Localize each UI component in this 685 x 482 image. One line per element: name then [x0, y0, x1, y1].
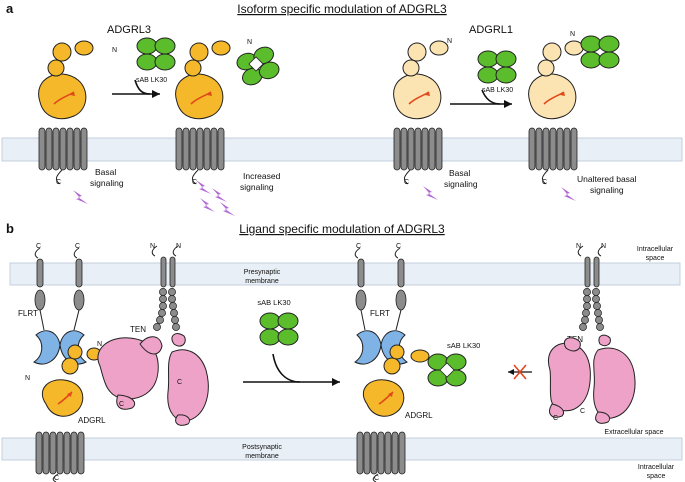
- sab-binding-arrow-b: sAB LK30: [243, 298, 340, 386]
- extracellular-label: Extracellular space: [604, 429, 663, 436]
- space-label: space: [646, 255, 665, 262]
- adgrl1-receptor-basal: N C Basal signaling: [392, 38, 478, 200]
- c-terminus-label: C: [542, 179, 547, 186]
- panel-a-letter: a: [6, 1, 14, 16]
- bolt-icon: [196, 180, 211, 194]
- c-terminus-label: C: [177, 379, 182, 386]
- n-terminus-label: N: [176, 243, 181, 250]
- membrane-panel-a: [1, 137, 683, 162]
- n-terminus-label: N: [601, 243, 606, 250]
- sab-label: sAB LK30: [447, 341, 480, 350]
- c-terminus-label: C: [580, 408, 585, 415]
- n-terminus-label: N: [150, 243, 155, 250]
- postsynaptic-membrane: [1, 437, 683, 461]
- blocked-binding-icon: [508, 364, 532, 380]
- c-terminus-label: C: [404, 179, 409, 186]
- ten-dimer-unbound: N N TEN C C: [548, 243, 636, 424]
- bolt-icon: [200, 198, 215, 212]
- n-terminus-label: N: [25, 375, 30, 382]
- sab-binding-arrow-1: sAB LK30: [112, 37, 176, 98]
- basal-label: Basal: [449, 168, 470, 178]
- panel-b-title: Ligand specific modulation of ADGRL3: [239, 222, 445, 236]
- bolt-icon: [73, 190, 88, 204]
- adgrl-label: ADGRL: [78, 416, 106, 425]
- flrt-adgrl-sab-complex: C C FLRT sAB LK30 ADGRL C: [354, 243, 480, 482]
- c-terminus-label: C: [56, 179, 61, 186]
- n-terminus-label: N: [576, 243, 581, 250]
- sab-icon: [136, 37, 176, 71]
- increased-label: Increased: [243, 171, 281, 181]
- presynaptic-label: Presynaptic: [244, 269, 281, 276]
- n-terminus-label: N: [570, 31, 575, 38]
- space-label: space: [647, 473, 666, 480]
- intracellular-label: Intracellular: [637, 246, 674, 253]
- c-terminus-label: C: [553, 415, 558, 422]
- bolt-icon: [423, 186, 438, 200]
- adgrl-label: ADGRL: [405, 411, 433, 420]
- membrane-label: membrane: [245, 278, 279, 285]
- c-terminus-label: C: [374, 475, 379, 482]
- c-terminus-label: C: [119, 401, 124, 408]
- presynaptic-membrane: [9, 262, 681, 286]
- c-terminus-label: C: [54, 475, 59, 482]
- sab-icon: [259, 312, 299, 346]
- sab-label: sAB LK30: [136, 77, 167, 84]
- signaling-label: signaling: [240, 182, 274, 192]
- n-terminus-label: N: [112, 47, 117, 54]
- flrt-adgrl-ten-complex: C C FLRT N N ADGRL C N N: [18, 243, 209, 482]
- bolt-icon: [212, 188, 227, 202]
- membrane-label: membrane: [245, 453, 279, 460]
- c-terminus-label: C: [36, 243, 41, 250]
- adgrl1-receptor-bound: N C Unaltered basal signaling: [527, 31, 637, 201]
- c-terminus-label: C: [356, 243, 361, 250]
- c-terminus-label: C: [192, 179, 197, 186]
- n-terminus-label: N: [97, 341, 102, 348]
- flrt-label: FLRT: [370, 309, 390, 318]
- signaling-label: signaling: [444, 179, 478, 189]
- sab-label: sAB LK30: [482, 87, 513, 94]
- unaltered-label: Unaltered basal: [577, 174, 637, 184]
- flrt-label: FLRT: [18, 309, 38, 318]
- panel-b-letter: b: [6, 221, 14, 236]
- panel-a-title: Isoform specific modulation of ADGRL3: [237, 2, 447, 16]
- ten-label: TEN: [130, 325, 146, 334]
- signaling-label: signaling: [590, 185, 624, 195]
- sab-icon: [477, 50, 517, 84]
- postsynaptic-label: Postsynaptic: [242, 444, 282, 451]
- signaling-label: signaling: [90, 178, 124, 188]
- intracellular-label: Intracellular: [638, 464, 675, 471]
- adgrl3-receptor-bound: N C Increased signaling: [174, 39, 282, 216]
- adgrl1-label: ADGRL1: [469, 24, 513, 36]
- c-terminus-label: C: [396, 243, 401, 250]
- n-terminus-label: N: [447, 38, 452, 45]
- bolt-icon: [561, 187, 576, 201]
- adgrl3-label: ADGRL3: [107, 24, 151, 36]
- sab-label: sAB LK30: [257, 298, 290, 307]
- c-terminus-label: C: [75, 243, 80, 250]
- sab-binding-arrow-2: sAB LK30: [450, 50, 517, 108]
- n-terminus-label: N: [247, 39, 252, 46]
- bolt-icon: [220, 202, 235, 216]
- adgrl3-receptor-basal: N C Basal signaling: [37, 40, 124, 204]
- basal-label: Basal: [95, 167, 116, 177]
